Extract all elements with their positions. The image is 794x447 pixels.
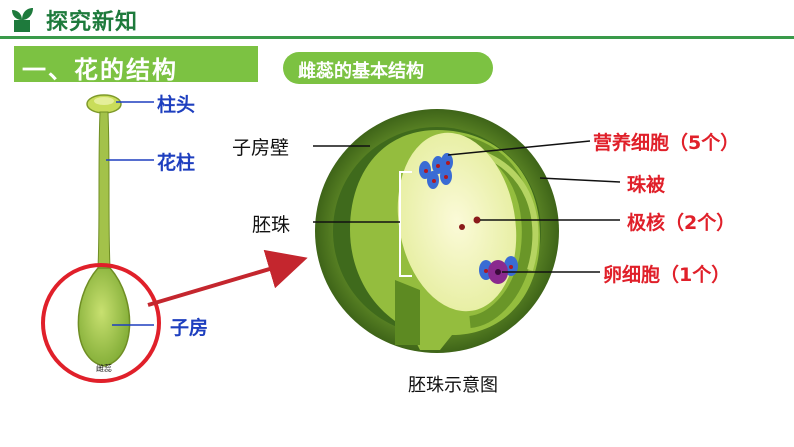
section-title-box	[14, 46, 258, 82]
label-vegetative-cells: 营养细胞（5个）	[593, 132, 740, 154]
label-integument: 珠被	[627, 174, 666, 196]
plant-pot-icon	[12, 8, 33, 32]
subtopic-pill	[283, 52, 493, 84]
label-egg-cell: 卵细胞（1个）	[603, 264, 731, 286]
label-stigma: 柱头	[157, 94, 196, 116]
ovule-illustration	[315, 109, 559, 353]
label-ovule: 胚珠	[252, 214, 291, 236]
ovule-bracket	[399, 171, 412, 277]
ovule-diagram-caption: 胚珠示意图	[408, 375, 498, 396]
label-style: 花柱	[157, 152, 196, 174]
label-ovary: 子房	[170, 317, 209, 339]
label-polar-nuclei: 极核（2个）	[627, 212, 736, 234]
page-title: 探究新知	[46, 10, 139, 35]
zoom-arrow	[147, 249, 308, 307]
pistil-caption: 雌蕊	[96, 363, 112, 373]
subtopic-pill-label: 雌蕊的基本结构	[298, 61, 424, 82]
leader-integument	[539, 177, 621, 183]
label-ovary-wall: 子房壁	[232, 137, 290, 159]
leader-vegetative-cells	[447, 140, 591, 156]
ovary-highlight-circle	[41, 263, 161, 383]
header-bar	[0, 0, 794, 37]
section-title: 一、花的结构	[22, 56, 178, 84]
header-divider	[0, 36, 794, 39]
pistil-illustration	[77, 94, 131, 367]
